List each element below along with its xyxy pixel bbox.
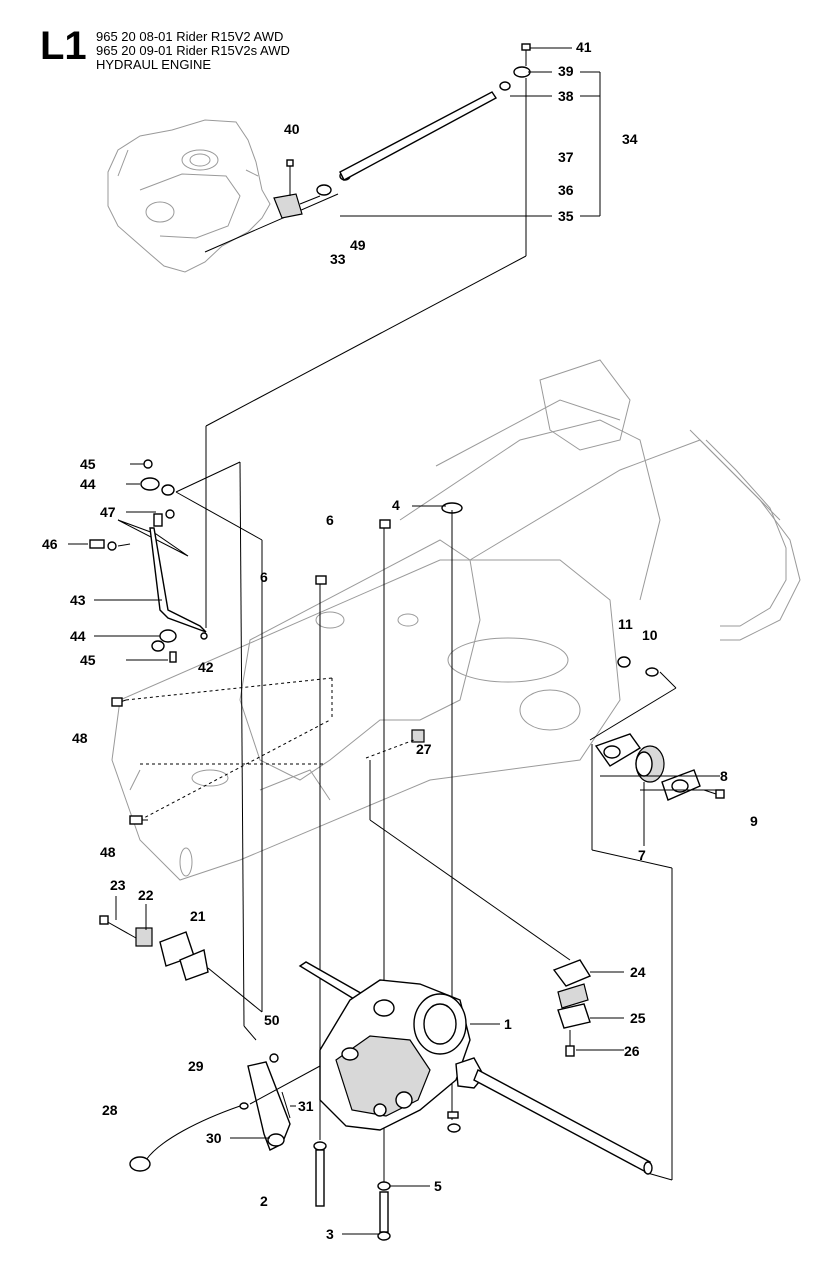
callout-39: 39 [558,63,574,79]
callout-24: 24 [630,964,646,980]
callout-1: 1 [504,1016,512,1032]
callout-35: 35 [558,208,574,224]
callout-43: 43 [70,592,86,608]
callout-45-top: 45 [80,456,96,472]
callout-4: 4 [392,497,400,513]
model-line-1: 965 20 08-01 Rider R15V2 AWD [96,29,284,44]
right-bracket-group [552,959,592,1057]
callout-40: 40 [284,121,300,137]
callout-22: 22 [138,887,154,903]
lever-and-cable [129,1053,321,1172]
callout-leaders [115,47,720,1235]
callout-44-top: 44 [80,476,96,492]
callout-8: 8 [720,768,728,784]
bottom-bolts [313,1141,391,1241]
callout-48-top: 48 [72,730,88,746]
callout-26: 26 [624,1043,640,1059]
header-text-block: 965 20 08-01 Rider R15V2 AWD 965 20 09-0… [96,30,290,72]
section-title: HYDRAUL ENGINE [96,57,212,72]
page-header: L1 965 20 08-01 Rider R15V2 AWD 965 20 0… [0,0,832,80]
callout-27: 27 [416,741,432,757]
section-code: L1 [40,24,87,68]
callout-21: 21 [190,908,206,924]
callout-2: 2 [260,1193,268,1209]
callout-3: 3 [326,1226,334,1242]
callout-50: 50 [264,1012,280,1028]
callout-49: 49 [350,237,366,253]
callout-45-bottom: 45 [80,652,96,668]
callout-29: 29 [188,1058,204,1074]
callout-11: 11 [618,616,633,632]
callout-10: 10 [642,627,658,643]
callout-42: 42 [198,659,214,675]
callout-46: 46 [42,536,58,552]
callout-28: 28 [102,1102,118,1118]
callout-labels: 41 39 38 34 37 36 35 40 49 33 45 44 47 4… [42,39,758,1242]
callout-44-bottom: 44 [70,628,86,644]
left-linkage [68,255,527,1027]
mounting-lines [111,677,571,961]
callout-47: 47 [100,504,116,520]
engine-outline [107,119,271,273]
callout-30: 30 [206,1130,222,1146]
callout-41: 41 [576,39,592,55]
callout-34: 34 [622,131,638,147]
callout-6-center: 6 [326,512,334,528]
callout-25: 25 [630,1010,646,1026]
bearing-group [589,656,725,1181]
callout-5: 5 [434,1178,442,1194]
callout-48-bottom: 48 [100,844,116,860]
callout-23: 23 [110,877,126,893]
callout-7: 7 [638,847,646,863]
chassis-frame-outline [111,359,801,881]
hydraulic-drive-unit [298,961,653,1175]
callout-38: 38 [558,88,574,104]
callout-37: 37 [558,149,574,165]
model-line-2: 965 20 09-01 Rider R15V2s AWD [96,43,290,58]
bracket-group [99,915,263,1041]
callout-36: 36 [558,182,574,198]
callout-6-left: 6 [260,569,268,585]
control-rod-upper [204,43,531,256]
callout-33: 33 [330,251,346,267]
callout-9: 9 [750,813,758,829]
callout-31: 31 [298,1098,314,1114]
